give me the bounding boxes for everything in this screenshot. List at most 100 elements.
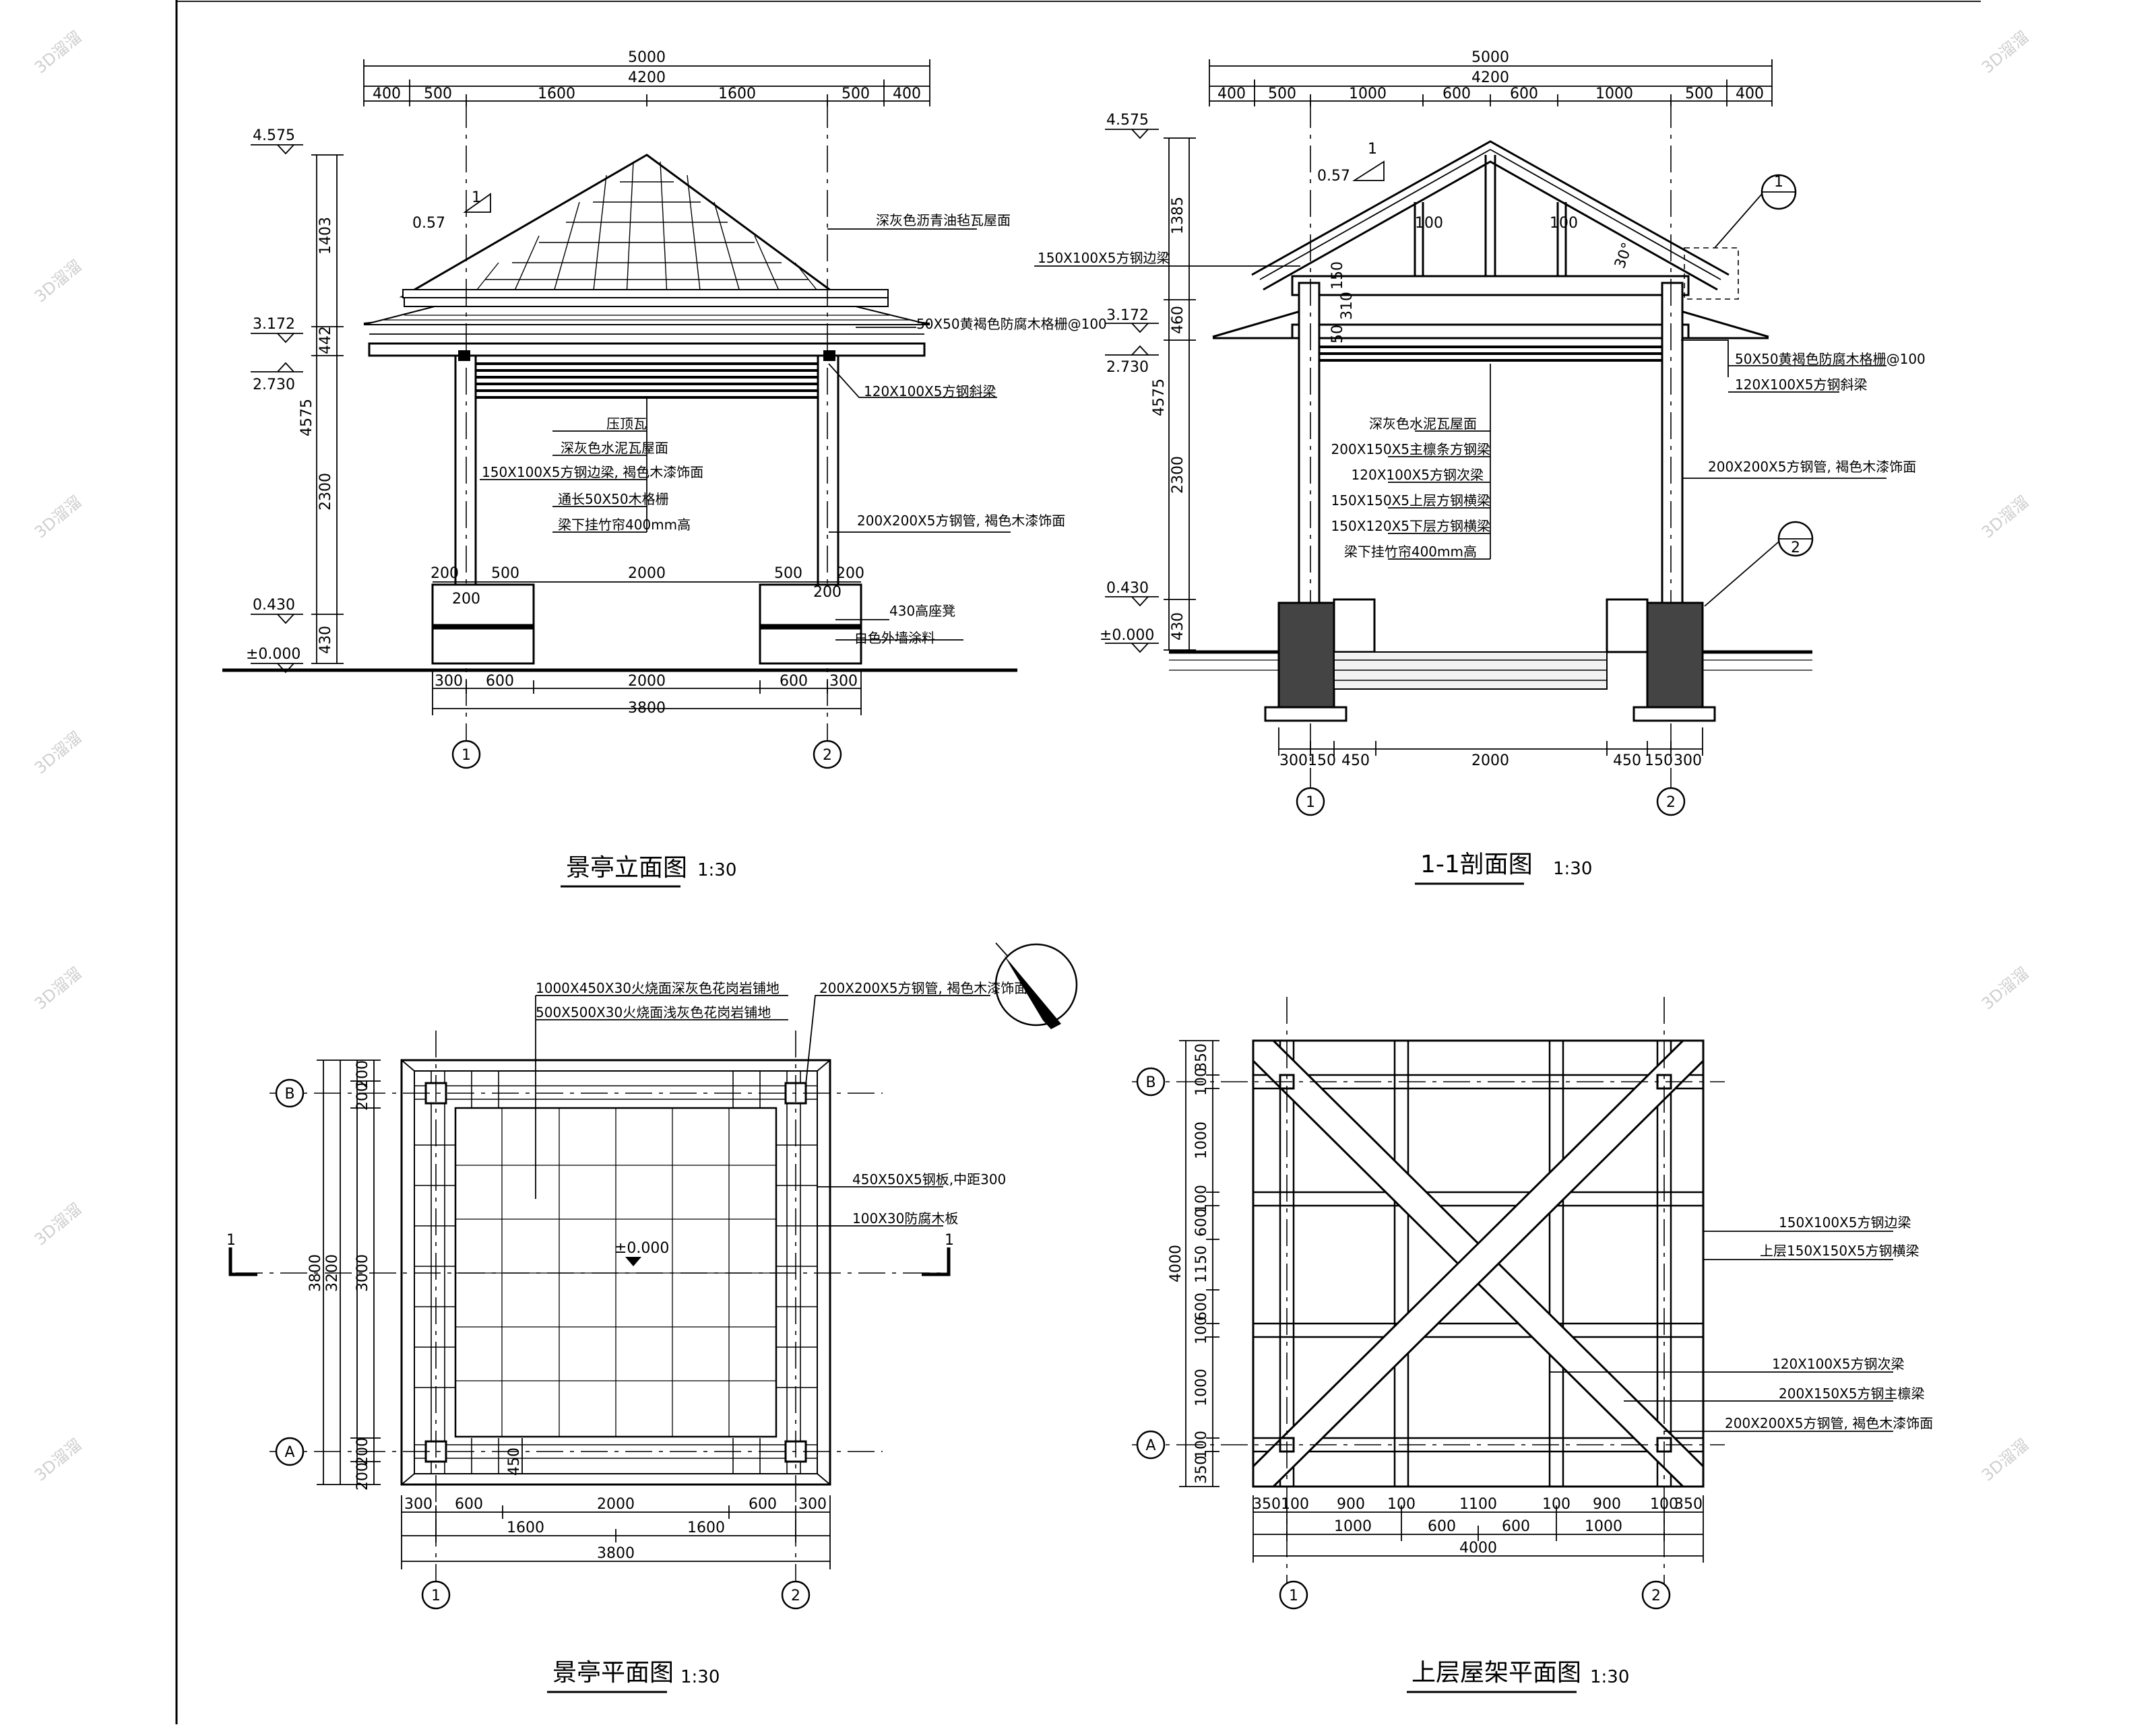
svg-text:100: 100 bbox=[1193, 1316, 1210, 1344]
svg-text:450X50X5钢板,中距300: 450X50X5钢板,中距300 bbox=[852, 1171, 1006, 1187]
elevation-title: 景亭立面图 1:30 bbox=[561, 854, 736, 888]
section-title: 1-1剖面图 1:30 bbox=[1415, 851, 1592, 885]
svg-text:梁下挂竹帘400mm高: 梁下挂竹帘400mm高 bbox=[558, 517, 691, 533]
svg-text:350: 350 bbox=[1193, 1456, 1210, 1484]
section-detail-callouts: 1 2 bbox=[1684, 174, 1814, 607]
svg-text:1: 1 bbox=[1368, 141, 1377, 158]
svg-text:1000: 1000 bbox=[1193, 1369, 1210, 1406]
svg-text:1000: 1000 bbox=[1585, 1518, 1622, 1535]
elevation-structure bbox=[454, 101, 839, 768]
svg-text:150: 150 bbox=[1645, 752, 1673, 769]
svg-text:900: 900 bbox=[1337, 1496, 1365, 1513]
svg-text:50X50黄褐色防腐木格栅@100: 50X50黄褐色防腐木格栅@100 bbox=[916, 316, 1107, 332]
svg-text:1600: 1600 bbox=[687, 1520, 725, 1536]
svg-text:4200: 4200 bbox=[628, 69, 666, 86]
svg-text:500X500X30火烧面浅灰色花岗岩铺地: 500X500X30火烧面浅灰色花岗岩铺地 bbox=[536, 1004, 771, 1020]
svg-text:2300: 2300 bbox=[317, 473, 334, 511]
section-view: 5000 4200 400 500 1000 600 600 1000 500 … bbox=[1034, 49, 1926, 885]
svg-text:100: 100 bbox=[1193, 1431, 1210, 1459]
svg-text:500: 500 bbox=[1268, 86, 1296, 102]
svg-text:3000: 3000 bbox=[354, 1254, 371, 1292]
svg-text:0.57: 0.57 bbox=[1317, 168, 1350, 185]
svg-text:200: 200 bbox=[354, 1462, 371, 1491]
svg-text:150X100X5方钢边梁, 褐色木漆饰面: 150X100X5方钢边梁, 褐色木漆饰面 bbox=[482, 464, 703, 480]
svg-text:上层150X150X5方钢横梁: 上层150X150X5方钢横梁 bbox=[1760, 1243, 1919, 1259]
svg-text:300: 300 bbox=[1279, 752, 1308, 769]
svg-text:3D溜溜: 3D溜溜 bbox=[31, 492, 86, 542]
svg-text:2: 2 bbox=[1791, 540, 1800, 556]
svg-text:深灰色水泥瓦屋面: 深灰色水泥瓦屋面 bbox=[561, 440, 668, 456]
svg-text:600: 600 bbox=[1193, 1208, 1210, 1237]
svg-text:200: 200 bbox=[452, 591, 480, 608]
roof-axis-bubbles: B A 1 2 bbox=[1136, 1067, 1671, 1610]
svg-text:100: 100 bbox=[1193, 1185, 1210, 1213]
svg-text:1000: 1000 bbox=[1193, 1121, 1210, 1159]
svg-text:2: 2 bbox=[1651, 1588, 1661, 1604]
svg-text:350: 350 bbox=[1193, 1043, 1210, 1072]
svg-text:2.730: 2.730 bbox=[253, 377, 295, 393]
svg-text:1-1剖面图: 1-1剖面图 bbox=[1420, 851, 1533, 878]
svg-text:1: 1 bbox=[1289, 1588, 1298, 1604]
plan-view: B A 1 2 1 1 ±0.000 bbox=[226, 942, 1078, 1693]
svg-text:100: 100 bbox=[1281, 1496, 1309, 1513]
svg-text:200: 200 bbox=[431, 565, 459, 582]
svg-text:4000: 4000 bbox=[1168, 1245, 1184, 1282]
roof-axes bbox=[1132, 997, 1725, 1603]
svg-text:460: 460 bbox=[1170, 306, 1186, 334]
svg-text:300: 300 bbox=[435, 673, 463, 690]
svg-text:0.57: 0.57 bbox=[412, 215, 445, 232]
svg-text:600: 600 bbox=[1510, 86, 1538, 102]
svg-text:2300: 2300 bbox=[1170, 456, 1186, 494]
svg-text:1150: 1150 bbox=[1193, 1245, 1210, 1283]
svg-text:200: 200 bbox=[836, 565, 864, 582]
elevation-levels: 4.575 3.172 2.730 0.430 ±0.000 1403 442 … bbox=[246, 127, 344, 674]
elevation-annotations: 深灰色沥青油毡瓦屋面 50X50黄褐色防腐木格栅@100 120X100X5方钢… bbox=[480, 212, 1107, 646]
svg-text:500: 500 bbox=[424, 86, 452, 102]
svg-text:5000: 5000 bbox=[628, 49, 666, 66]
svg-text:1600: 1600 bbox=[507, 1520, 544, 1536]
svg-text:1: 1 bbox=[462, 747, 471, 764]
svg-text:150X120X5下层方钢横梁: 150X120X5下层方钢横梁 bbox=[1331, 518, 1490, 534]
section-annotations: 150X100X5方钢边梁 50X50黄褐色防腐木格栅@100 120X100X… bbox=[1034, 250, 1926, 560]
svg-text:±0.000: ±0.000 bbox=[1100, 627, 1154, 644]
svg-text:3.172: 3.172 bbox=[253, 316, 295, 333]
section-top-dims: 5000 4200 400 500 1000 600 600 1000 500 … bbox=[1209, 49, 1773, 106]
plan-section-cut: 1 1 bbox=[226, 1232, 954, 1276]
section-slope-mark: 0.57 1 bbox=[1317, 141, 1385, 185]
svg-text:400: 400 bbox=[1217, 86, 1246, 102]
plan-bottom-dims: 300 600 2000 600 300 1600 1600 3800 bbox=[401, 1495, 831, 1569]
svg-text:300: 300 bbox=[404, 1496, 433, 1513]
section-axis-bubbles: 1 2 bbox=[1296, 787, 1686, 816]
svg-text:200X200X5方钢管, 褐色木漆饰面: 200X200X5方钢管, 褐色木漆饰面 bbox=[1725, 1415, 1933, 1431]
svg-text:500: 500 bbox=[491, 565, 519, 582]
svg-text:200X200X5方钢管, 褐色木漆饰面: 200X200X5方钢管, 褐色木漆饰面 bbox=[819, 980, 1027, 996]
svg-text:3D溜溜: 3D溜溜 bbox=[1978, 492, 2033, 542]
svg-text:150: 150 bbox=[1308, 752, 1336, 769]
svg-text:4.575: 4.575 bbox=[1106, 112, 1149, 129]
svg-text:1:30: 1:30 bbox=[1553, 859, 1592, 879]
svg-text:0.430: 0.430 bbox=[1106, 580, 1149, 597]
svg-text:1600: 1600 bbox=[538, 86, 575, 102]
svg-text:600: 600 bbox=[749, 1496, 777, 1513]
svg-text:150X150X5上层方钢横梁: 150X150X5上层方钢横梁 bbox=[1331, 492, 1490, 509]
svg-text:100: 100 bbox=[1650, 1496, 1678, 1513]
roof-bottom-dims: 350 100 900 100 1100 100 900 100 350 100… bbox=[1253, 1495, 1704, 1563]
svg-text:200: 200 bbox=[354, 1082, 371, 1111]
svg-text:深灰色沥青油毡瓦屋面: 深灰色沥青油毡瓦屋面 bbox=[876, 212, 1011, 228]
svg-text:600: 600 bbox=[1502, 1518, 1530, 1535]
svg-text:2000: 2000 bbox=[1471, 752, 1509, 769]
elevation-axis-bubbles: 1 2 bbox=[451, 740, 842, 769]
svg-text:400: 400 bbox=[373, 86, 401, 102]
plan-level: ±0.000 bbox=[614, 1240, 669, 1266]
svg-text:1: 1 bbox=[226, 1232, 236, 1249]
svg-text:0.430: 0.430 bbox=[253, 597, 295, 614]
svg-text:B: B bbox=[284, 1086, 294, 1103]
north-arrow bbox=[994, 942, 1078, 1029]
svg-text:1: 1 bbox=[431, 1588, 441, 1604]
roof-plan-view: B A 1 2 350 100 1000 100 bbox=[1132, 997, 1933, 1693]
svg-text:600: 600 bbox=[486, 673, 514, 690]
svg-text:200X150X5方钢主檩梁: 200X150X5方钢主檩梁 bbox=[1779, 1386, 1924, 1402]
svg-text:3D溜溜: 3D溜溜 bbox=[31, 728, 86, 778]
roof-title: 上层屋架平面图 1:30 bbox=[1407, 1659, 1629, 1693]
